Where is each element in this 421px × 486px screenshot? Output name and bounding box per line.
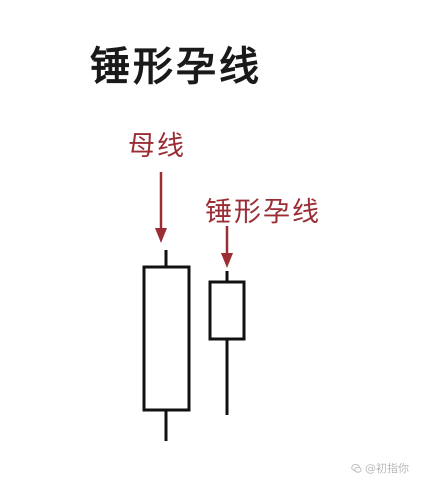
mother-arrow-head (155, 228, 167, 243)
mother-candle-body (142, 265, 191, 412)
watermark: @初指你 (351, 460, 409, 476)
mother-candle-label: 母线 (128, 131, 186, 162)
hammer-arrow (221, 226, 233, 268)
mother-candle (142, 250, 191, 441)
hammer-candle-body (208, 280, 246, 341)
hammer-harami-label: 锤形孕线 (205, 197, 321, 228)
mother-arrow (155, 172, 167, 243)
hammer-arrow-head (221, 253, 233, 268)
watermark-text: @初指你 (365, 462, 409, 475)
diagram-title: 锤形孕线 (90, 43, 262, 90)
hammer-harami-candle (208, 271, 246, 415)
wechat-icon (351, 463, 362, 473)
